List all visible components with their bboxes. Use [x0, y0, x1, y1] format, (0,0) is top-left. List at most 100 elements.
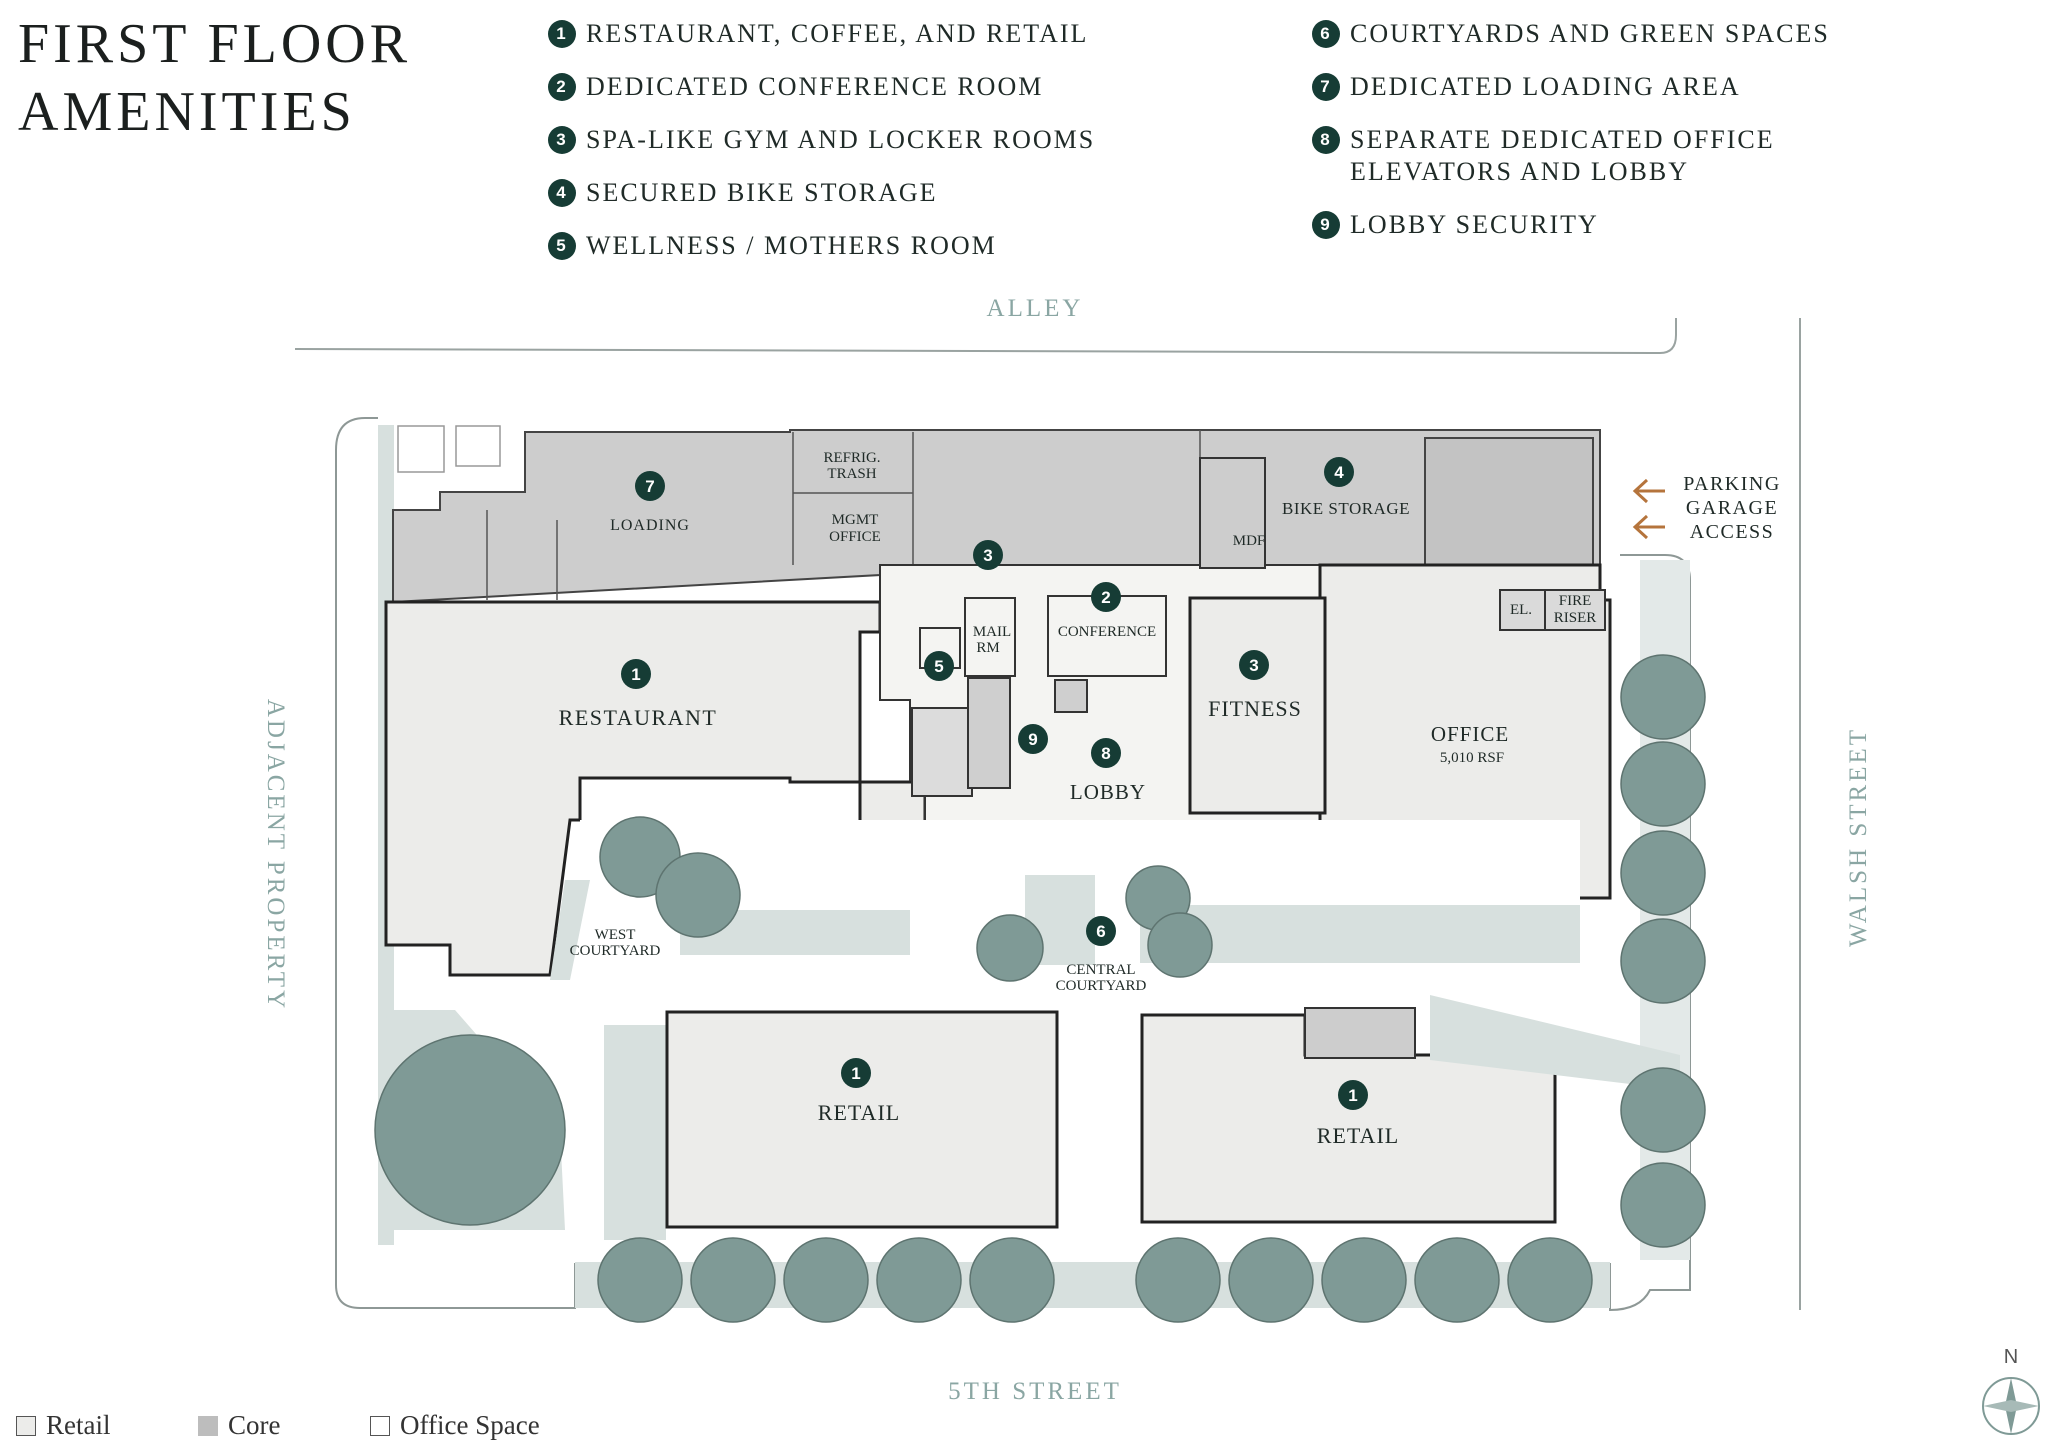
tree-icon — [1414, 1237, 1500, 1323]
marker-lobby: 8 — [1091, 738, 1121, 768]
room-label-office: OFFICE — [1431, 722, 1509, 746]
parking-access-arrows — [1632, 478, 1665, 540]
arrow-left-icon — [1632, 514, 1665, 540]
room-label-retail-right: RETAIL — [1317, 1123, 1399, 1148]
legend-item: 7 DEDICATED LOADING AREA — [1312, 71, 1830, 103]
east-planter — [1430, 995, 1680, 1090]
tree-icon — [1620, 654, 1706, 740]
marker-badge — [1086, 916, 1116, 946]
tree-icon — [1321, 1237, 1407, 1323]
marker-number: 3 — [983, 546, 992, 565]
legend-label: COURTYARDS AND GREEN SPACES — [1350, 19, 1830, 48]
swatch-office — [370, 1415, 390, 1436]
legend-label: DEDICATED CONFERENCE ROOM — [586, 72, 1044, 101]
marker-number: 7 — [645, 477, 654, 496]
marker-security: 9 — [1018, 724, 1048, 754]
marker-restaurant: 1 — [621, 659, 651, 689]
tree-icon — [1620, 1067, 1706, 1153]
stair-core — [911, 707, 973, 797]
room-label-mdf: MDF — [1233, 533, 1266, 549]
legend-label: SEPARATE DEDICATED OFFICE ELEVATORS AND … — [1350, 125, 1775, 186]
tree-icon — [976, 914, 1044, 982]
planter — [550, 880, 590, 980]
tree-icon — [655, 852, 741, 938]
number-badge: 6 — [1312, 20, 1340, 48]
amenity-legend-right: 6 COURTYARDS AND GREEN SPACES 7 DEDICATED … — [1312, 18, 1830, 262]
key-retail: Retail — [16, 1410, 110, 1441]
title-line-2: AMENITIES — [18, 81, 356, 143]
room-label-west-courtyard: COURTYARD — [570, 943, 661, 959]
tree-icon — [1147, 912, 1213, 978]
restaurant-space — [384, 600, 927, 977]
parking-label-2: GARAGE — [1686, 497, 1778, 519]
marker-number: 6 — [1096, 922, 1105, 941]
swatch-core — [198, 1415, 218, 1436]
parking-garage-ramp — [1424, 437, 1594, 583]
number-badge: 1 — [548, 20, 576, 48]
room-label-central-courtyard: COURTYARD — [1056, 978, 1147, 994]
street-label-alley: ALLEY — [987, 295, 1084, 322]
title-line-1: FIRST FLOOR — [18, 13, 412, 75]
marker-number: 1 — [1348, 1086, 1357, 1105]
outbuilding — [455, 425, 501, 467]
key-core-label: Core — [228, 1410, 281, 1440]
marker-badge — [924, 651, 954, 681]
arrow-left-icon — [1632, 478, 1665, 504]
marker-bike: 4 — [1324, 457, 1354, 487]
swatch-retail — [16, 1415, 36, 1436]
room-label-retail-left: RETAIL — [818, 1100, 900, 1125]
room-label-mgmt: MGMT — [832, 512, 879, 528]
number-badge: 2 — [548, 73, 576, 101]
marker-retail-right: 1 — [1338, 1080, 1368, 1110]
room-label-west: WEST — [595, 927, 636, 943]
retail-core — [1304, 1007, 1416, 1059]
retail-west-planter — [604, 1025, 666, 1240]
number-badge: 7 — [1312, 73, 1340, 101]
tree-icon — [1507, 1237, 1593, 1323]
tree-icon — [1620, 830, 1706, 916]
room-label-conference: CONFERENCE — [1058, 624, 1156, 640]
marker-badge — [621, 659, 651, 689]
tree-icon — [1620, 1162, 1706, 1248]
room-label-restaurant: RESTAURANT — [559, 705, 718, 730]
room-label-trash: TRASH — [827, 466, 876, 482]
tree-icon — [690, 1237, 776, 1323]
marker-number: 8 — [1101, 744, 1110, 763]
marker-locker: 3 — [973, 540, 1003, 570]
room-label-bike: BIKE STORAGE — [1282, 499, 1410, 518]
marker-wellness: 5 — [924, 651, 954, 681]
tree-icon — [969, 1237, 1055, 1323]
street-label-fifth: 5TH STREET — [948, 1378, 1122, 1405]
number-badge: 9 — [1312, 211, 1340, 239]
tree-icon — [597, 1237, 683, 1323]
legend-item: 6 COURTYARDS AND GREEN SPACES — [1312, 18, 1830, 50]
room-label-mail: MAIL — [973, 624, 1011, 640]
legend-label: SECURED BIKE STORAGE — [586, 178, 938, 207]
planter — [1140, 905, 1580, 963]
fire-riser-room — [1544, 589, 1606, 631]
marker-number: 4 — [1334, 463, 1344, 482]
parking-label-3: ACCESS — [1690, 521, 1775, 543]
legend-label: WELLNESS / MOTHERS ROOM — [586, 231, 997, 260]
legend-label: DEDICATED LOADING AREA — [1350, 72, 1741, 101]
mdf-room — [1199, 457, 1266, 569]
marker-number: 1 — [631, 665, 640, 684]
legend-label: LOBBY SECURITY — [1350, 210, 1599, 239]
tree-icon — [1620, 918, 1706, 1004]
marker-retail-left: 1 — [841, 1058, 871, 1088]
room-label-el: EL. — [1510, 602, 1532, 618]
compass-rose-icon: N — [1982, 1346, 2040, 1435]
marker-number: 1 — [851, 1064, 860, 1083]
tree-icon — [374, 1034, 566, 1226]
marker-conference: 2 — [1091, 582, 1121, 612]
page-title: FIRST FLOOR AMENITIES — [18, 10, 411, 146]
marker-central-courtyard: 6 — [1086, 916, 1116, 946]
key-retail-label: Retail — [46, 1410, 111, 1440]
fitness-room — [1188, 596, 1327, 815]
legend-label: SPA-LIKE GYM AND LOCKER ROOMS — [586, 125, 1096, 154]
marker-badge — [1324, 457, 1354, 487]
